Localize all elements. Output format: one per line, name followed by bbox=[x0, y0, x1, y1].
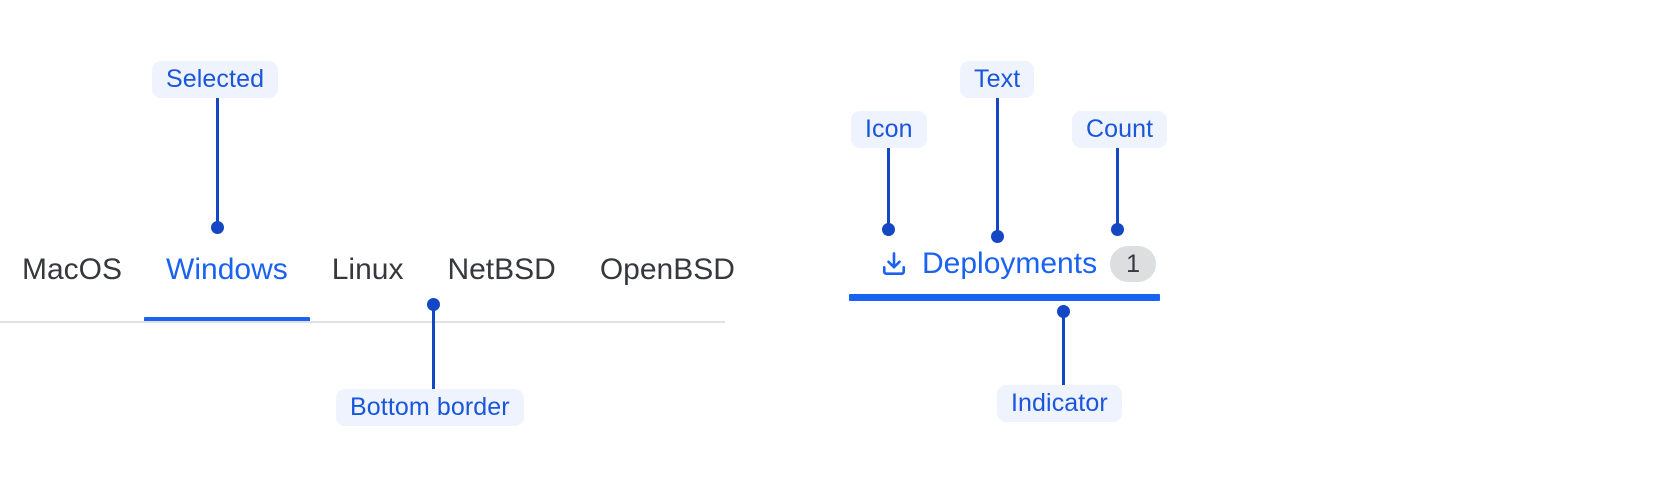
tab-macos[interactable]: MacOS bbox=[22, 246, 144, 322]
download-icon bbox=[879, 249, 909, 279]
leader-dot-icon bbox=[882, 223, 895, 236]
tab-list: MacOS Windows Linux NetBSD OpenBSD bbox=[22, 246, 757, 322]
tab-windows-label: Windows bbox=[166, 253, 288, 286]
leader-line-count bbox=[1116, 148, 1119, 228]
leader-dot-selected bbox=[211, 221, 224, 234]
leader-line-text bbox=[996, 98, 999, 235]
tab-windows[interactable]: Windows bbox=[144, 246, 310, 322]
leader-line-bottom-border bbox=[432, 305, 435, 391]
tab-netbsd[interactable]: NetBSD bbox=[425, 246, 577, 322]
tab-openbsd[interactable]: OpenBSD bbox=[578, 246, 757, 322]
tab-linux[interactable]: Linux bbox=[310, 246, 426, 322]
leader-line-icon bbox=[887, 148, 890, 228]
tab-bar-os: MacOS Windows Linux NetBSD OpenBSD bbox=[0, 246, 735, 323]
annotation-bottom-border-label: Bottom border bbox=[336, 389, 524, 426]
annotation-count-label: Count bbox=[1072, 111, 1168, 148]
leader-dot-indicator bbox=[1057, 305, 1070, 318]
leader-dot-bottom-border bbox=[427, 298, 440, 311]
leader-dot-count bbox=[1111, 223, 1124, 236]
annotation-indicator-label: Indicator bbox=[997, 385, 1122, 422]
annotation-selected-label: Selected bbox=[152, 61, 279, 98]
leader-line-indicator bbox=[1062, 312, 1065, 387]
annotation-text-label: Text bbox=[960, 61, 1035, 98]
tab-macos-label: MacOS bbox=[22, 253, 123, 286]
tab-deployments[interactable]: Deployments 1 bbox=[849, 244, 1160, 294]
leader-dot-text bbox=[991, 230, 1004, 243]
leader-line-selected bbox=[216, 98, 219, 226]
tab-deployments-indicator bbox=[849, 294, 1160, 301]
annotation-icon-label: Icon bbox=[851, 111, 927, 148]
tab-deployments-label: Deployments bbox=[922, 247, 1098, 280]
tab-linux-label: Linux bbox=[331, 253, 404, 286]
deployments-count-badge: 1 bbox=[1110, 246, 1157, 282]
tab-windows-underline bbox=[144, 317, 310, 322]
tab-bar-deployments: Deployments 1 bbox=[849, 244, 1160, 301]
tab-bar-bottom-border bbox=[0, 321, 725, 323]
tab-openbsd-label: OpenBSD bbox=[599, 253, 735, 286]
tab-netbsd-label: NetBSD bbox=[447, 253, 556, 286]
